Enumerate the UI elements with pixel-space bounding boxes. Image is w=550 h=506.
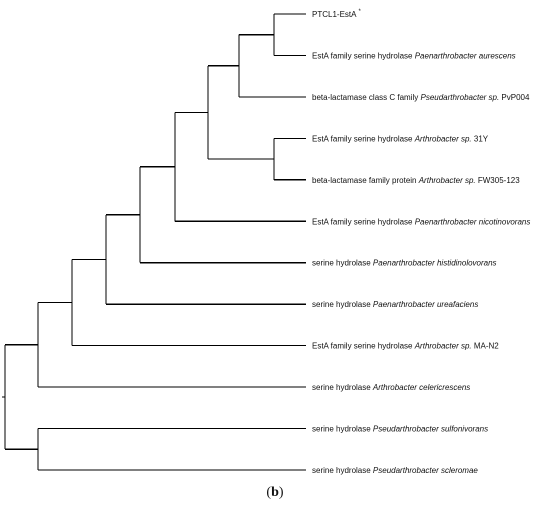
caption-letter: b xyxy=(271,485,279,500)
leaf-label: EstA family serine hydrolase Paenarthrob… xyxy=(312,217,530,226)
leaf-label-part: serine hydrolase xyxy=(312,425,373,434)
leaf-label-part: Paenarthrobacter nicotinovorans xyxy=(415,217,531,226)
leaf-labels: PTCL1-EstA* EstA family serine hydrolase … xyxy=(312,9,530,475)
leaf-label-part: beta-lactamase class C family xyxy=(312,93,420,102)
leaf-label-part: serine hydrolase xyxy=(312,300,373,309)
leaf-label: EstA family serine hydrolase Paenarthrob… xyxy=(312,51,516,60)
leaf-label: serine hydrolase Arthrobacter celericres… xyxy=(312,383,470,392)
figure-caption: (b) xyxy=(266,485,283,500)
leaf-label-part: Paenarthrobacter aurescens xyxy=(415,51,516,60)
leaf-label-part: Arthrobacter sp. xyxy=(414,342,472,351)
leaf-label: serine hydrolase Pseudarthrobacter scler… xyxy=(312,466,478,475)
leaf-marker: * xyxy=(358,9,361,15)
leaf-label-part: serine hydrolase xyxy=(312,259,373,268)
leaf-label-part: EstA family serine hydrolase xyxy=(312,342,415,351)
leaf-label-part: Pseudarthrobacter sp. xyxy=(420,93,499,102)
leaf-label: beta-lactamase class C family Pseudarthr… xyxy=(312,93,530,102)
leaf-label-part: serine hydrolase xyxy=(312,466,373,475)
caption-open: ( xyxy=(266,485,271,500)
leaf-label-part: PvP004 xyxy=(499,93,530,102)
leaf-label-part: EstA family serine hydrolase xyxy=(312,217,415,226)
leaf-label: PTCL1-EstA* xyxy=(312,9,361,19)
leaf-label: serine hydrolase Pseudarthrobacter sulfo… xyxy=(312,425,488,434)
leaf-label-part: beta-lactamase family protein xyxy=(312,176,419,185)
leaf-label-part: 31Y xyxy=(472,134,489,143)
leaf-label-part: EstA family serine hydrolase xyxy=(312,51,415,60)
leaf-label-part: Pseudarthrobacter sulfonivorans xyxy=(373,425,488,434)
leaf-label-part: Paenarthrobacter ureafaciens xyxy=(373,300,478,309)
leaf-label: serine hydrolase Paenarthrobacter histid… xyxy=(312,259,497,268)
tree-branches xyxy=(2,13,306,471)
leaf-label-part: Paenarthrobacter histidinolovorans xyxy=(373,259,497,268)
leaf-label-part: PTCL1-EstA xyxy=(312,10,357,19)
leaf-label-part: Arthrobacter sp. xyxy=(418,176,476,185)
leaf-label: EstA family serine hydrolase Arthrobacte… xyxy=(312,342,499,351)
leaf-label-part: Arthrobacter sp. xyxy=(414,134,472,143)
leaf-label-part: Pseudarthrobacter scleromae xyxy=(373,466,478,475)
leaf-label-part: serine hydrolase xyxy=(312,383,373,392)
leaf-label-part: EstA family serine hydrolase xyxy=(312,134,415,143)
caption-close: ) xyxy=(279,485,284,500)
leaf-label: serine hydrolase Paenarthrobacter ureafa… xyxy=(312,300,478,309)
leaf-label: beta-lactamase family protein Arthrobact… xyxy=(312,176,520,185)
leaf-label-part: Arthrobacter celericrescens xyxy=(372,383,470,392)
leaf-label-part: FW305-123 xyxy=(476,176,521,185)
leaf-label: EstA family serine hydrolase Arthrobacte… xyxy=(312,134,489,143)
leaf-label-part: MA-N2 xyxy=(472,342,500,351)
